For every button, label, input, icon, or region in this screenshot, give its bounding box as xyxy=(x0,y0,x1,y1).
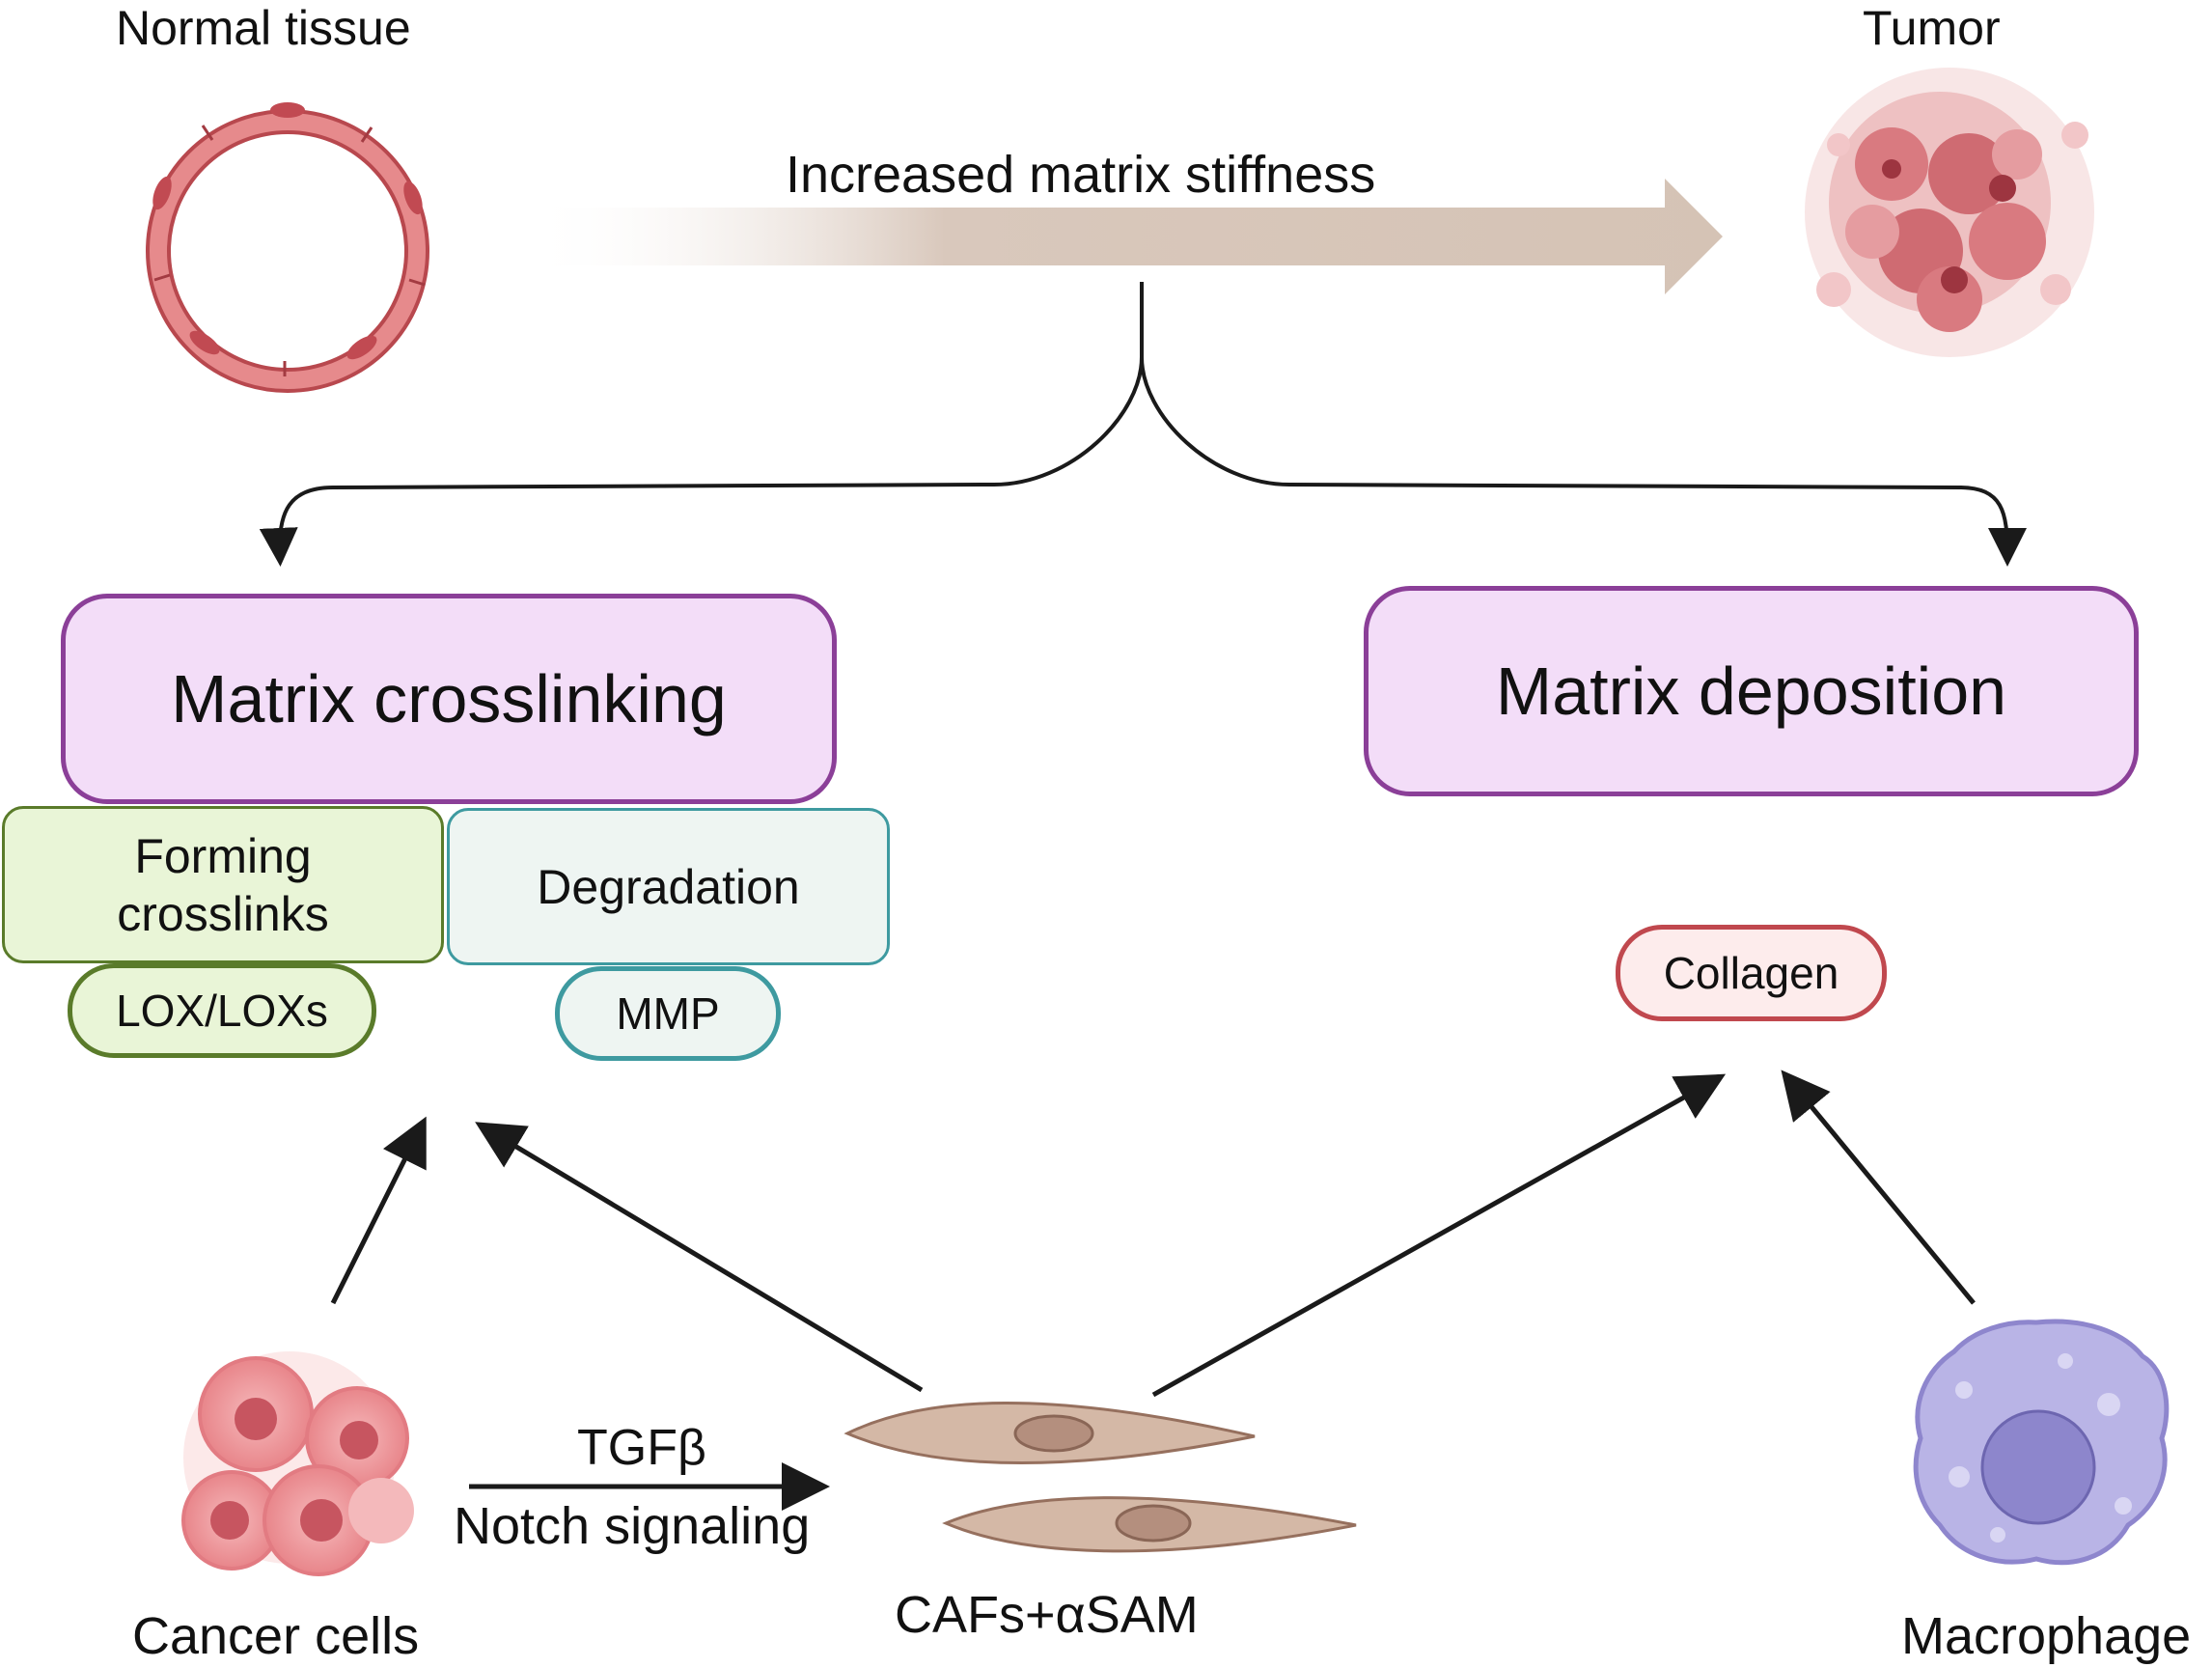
normal-tissue-icon xyxy=(146,102,429,393)
degradation-box: Degradation xyxy=(447,808,890,965)
cancer-cells-icon xyxy=(181,1351,414,1576)
normal-tissue-label: Normal tissue xyxy=(116,1,411,55)
stiffness-arrow-label: Increased matrix stiffness xyxy=(786,146,1376,204)
macrophage-icon xyxy=(1913,1319,2170,1566)
notch-signaling-label: Notch signaling xyxy=(454,1497,811,1555)
tumor-label: Tumor xyxy=(1863,1,2001,55)
cancer-cells-label: Cancer cells xyxy=(132,1607,420,1665)
matrix-crosslinking-box: Matrix crosslinking xyxy=(61,594,837,804)
flow-arrows xyxy=(330,1070,1976,1511)
matrix-crosslinking-title: Matrix crosslinking xyxy=(171,661,727,737)
lox-pill: LOX/LOXs xyxy=(68,963,376,1058)
caf-label: CAFs+αSAM xyxy=(895,1586,1199,1644)
forming-crosslinks-label: Forming crosslinks xyxy=(117,828,329,941)
matrix-deposition-title: Matrix deposition xyxy=(1495,653,2007,729)
branch-connector xyxy=(259,282,2027,567)
forming-crosslinks-box: Forming crosslinks xyxy=(2,806,444,963)
collagen-label: Collagen xyxy=(1663,948,1839,998)
mmp-pill: MMP xyxy=(555,966,781,1061)
matrix-deposition-box: Matrix deposition xyxy=(1364,586,2139,796)
caf-cells-icon xyxy=(843,1402,1357,1553)
stiffness-arrow xyxy=(526,179,1723,294)
lox-label: LOX/LOXs xyxy=(116,986,328,1036)
mmp-label: MMP xyxy=(616,988,720,1039)
degradation-label: Degradation xyxy=(537,859,800,914)
tumor-icon xyxy=(1805,68,2094,357)
macrophage-label: Macrophage xyxy=(1901,1607,2192,1665)
collagen-pill: Collagen xyxy=(1616,925,1887,1021)
tgf-beta-label: TGFβ xyxy=(577,1420,706,1476)
